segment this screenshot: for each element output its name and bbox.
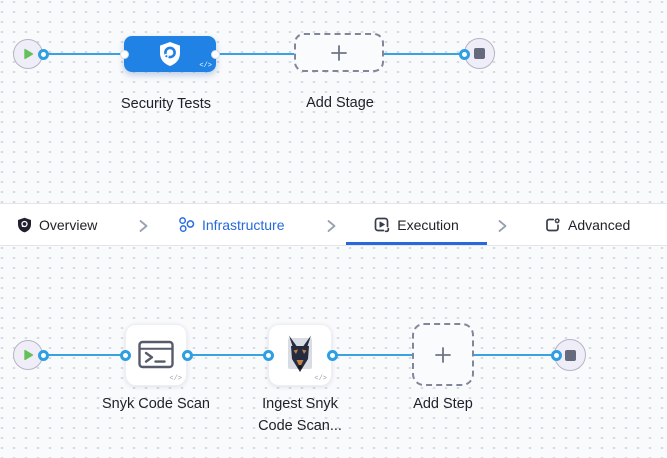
connector-ring [262, 349, 274, 361]
template-code-icon: </> [314, 375, 327, 383]
connector-ring [38, 48, 49, 60]
step-label: Ingest Snyk [262, 396, 338, 412]
execution-run-icon [374, 217, 390, 232]
plus-icon [435, 346, 451, 363]
infrastructure-nodes-icon [179, 217, 195, 233]
tab-advanced[interactable]: Advanced [545, 204, 630, 245]
stage-canvas[interactable]: </> Security Tests Add Stage [0, 0, 667, 203]
tab-label: Execution [397, 216, 459, 233]
add-stage-button[interactable] [294, 33, 384, 72]
active-tab-indicator [346, 241, 487, 245]
step-label: Snyk Code Scan [101, 396, 211, 412]
tab-label: Infrastructure [202, 216, 285, 233]
play-icon [24, 349, 34, 361]
add-step-button[interactable] [412, 323, 474, 386]
stage-label: Security Tests [121, 96, 211, 112]
stage-node-security-tests[interactable]: </> [124, 36, 216, 72]
tab-overview[interactable]: Overview [17, 204, 97, 245]
plus-icon [331, 44, 347, 61]
stage-flow-line [43, 53, 465, 56]
connector-ring [458, 48, 470, 60]
stage-config-tab-bar: Overview Infrastructure [0, 203, 667, 246]
tab-label: Advanced [568, 216, 631, 233]
connector-ring [119, 349, 131, 361]
chevron-right-icon [327, 220, 336, 232]
tab-infrastructure[interactable]: Infrastructure [178, 204, 284, 245]
execution-canvas[interactable]: </> </> Sn [0, 246, 667, 458]
chevron-right-icon [498, 220, 507, 232]
advanced-settings-icon [546, 217, 560, 231]
connector-ring [38, 349, 49, 361]
template-code-icon: </> [199, 62, 212, 70]
shield-icon [18, 217, 31, 232]
tab-execution[interactable]: Execution [346, 204, 487, 245]
stop-icon [474, 48, 485, 59]
connector-ring [181, 349, 193, 361]
step-label: Code Scan... [258, 418, 342, 434]
step-node-ingest-snyk[interactable]: </> [268, 324, 332, 386]
snyk-dog-icon [288, 335, 312, 372]
tab-label: Overview [39, 216, 98, 233]
security-shield-icon [160, 42, 180, 66]
connector-dot [211, 49, 220, 59]
terminal-icon [138, 340, 174, 369]
play-icon [24, 48, 34, 60]
template-code-icon: </> [169, 375, 182, 383]
connector-dot [120, 49, 129, 59]
add-stage-label: Add Stage [306, 95, 374, 111]
add-step-label: Add Step [413, 396, 473, 412]
stop-icon [564, 349, 576, 361]
chevron-right-icon [139, 220, 148, 232]
connector-ring [550, 349, 562, 361]
step-node-snyk-code-scan[interactable]: </> [125, 324, 187, 386]
connector-ring [326, 349, 338, 361]
